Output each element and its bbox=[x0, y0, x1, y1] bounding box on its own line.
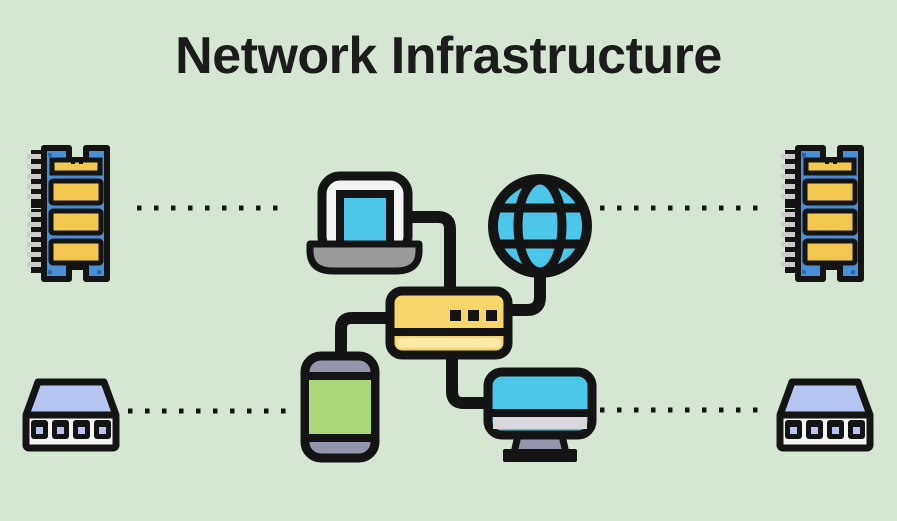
router-led bbox=[486, 310, 497, 321]
laptop-icon bbox=[306, 171, 423, 275]
ram-module-left-icon bbox=[27, 148, 107, 279]
diagram-title: Network Infrastructure bbox=[175, 27, 722, 85]
smartphone-icon bbox=[300, 351, 380, 463]
router-led bbox=[468, 310, 479, 321]
ram-module-right-icon bbox=[781, 148, 861, 279]
router-icon bbox=[385, 286, 513, 360]
network-switch-left-icon bbox=[26, 382, 116, 448]
internet-globe-icon bbox=[488, 174, 592, 278]
network-switch-right-icon bbox=[780, 382, 870, 448]
connector-router-phone bbox=[335, 312, 392, 356]
connector-laptop-router bbox=[408, 211, 456, 292]
router-led bbox=[450, 310, 461, 321]
connector-globe-router bbox=[508, 270, 546, 316]
dotted-links bbox=[128, 205, 767, 414]
connector-router-monitor bbox=[446, 354, 488, 409]
solid-connectors bbox=[335, 211, 546, 409]
desktop-monitor-icon bbox=[483, 367, 597, 462]
